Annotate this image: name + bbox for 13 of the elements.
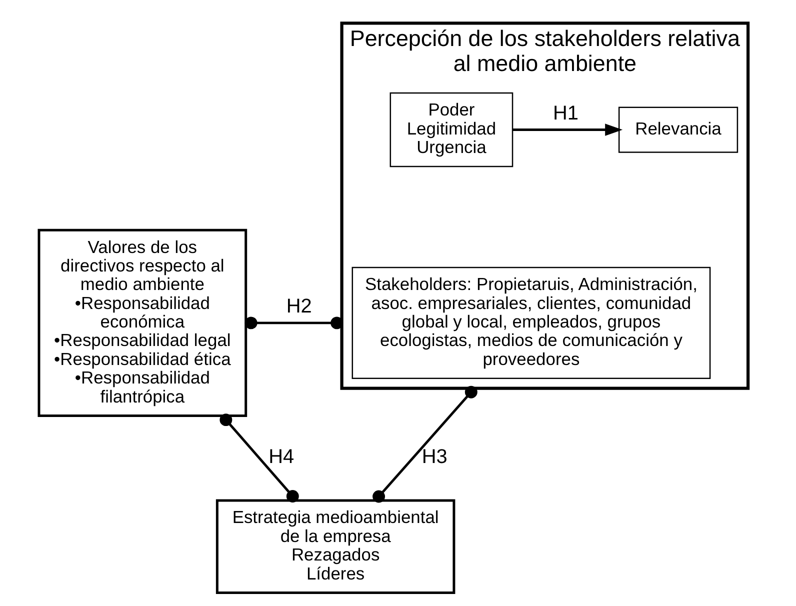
arrow: [512, 124, 622, 136]
node-box: Relevancia: [618, 106, 738, 153]
connector: [219, 414, 298, 502]
edge-label: H2: [286, 296, 312, 318]
connector: [244, 316, 343, 330]
node-box: Valores de los directivos respecto al medio ambiente •Responsabilidad económica •Responsabilidad legal •Responsabilidad ética •Responsabilidad filantrópica: [37, 228, 247, 418]
edge-label: H3: [421, 446, 447, 468]
connector: [372, 386, 477, 503]
edge-label: H4: [268, 446, 294, 468]
node-box: Poder Legitimidad Urgencia: [389, 92, 513, 168]
node-box: Stakeholders: Propietaruis, Administración, asoc. empresariales, clientes, comunidad global y local, empleados, grupos ecologistas, medios de comunicación y proveedores: [351, 266, 710, 380]
node-box: Estrategia medioambiental de la empresa Rezagados Líderes: [215, 499, 455, 594]
edge-label: H1: [552, 102, 578, 125]
